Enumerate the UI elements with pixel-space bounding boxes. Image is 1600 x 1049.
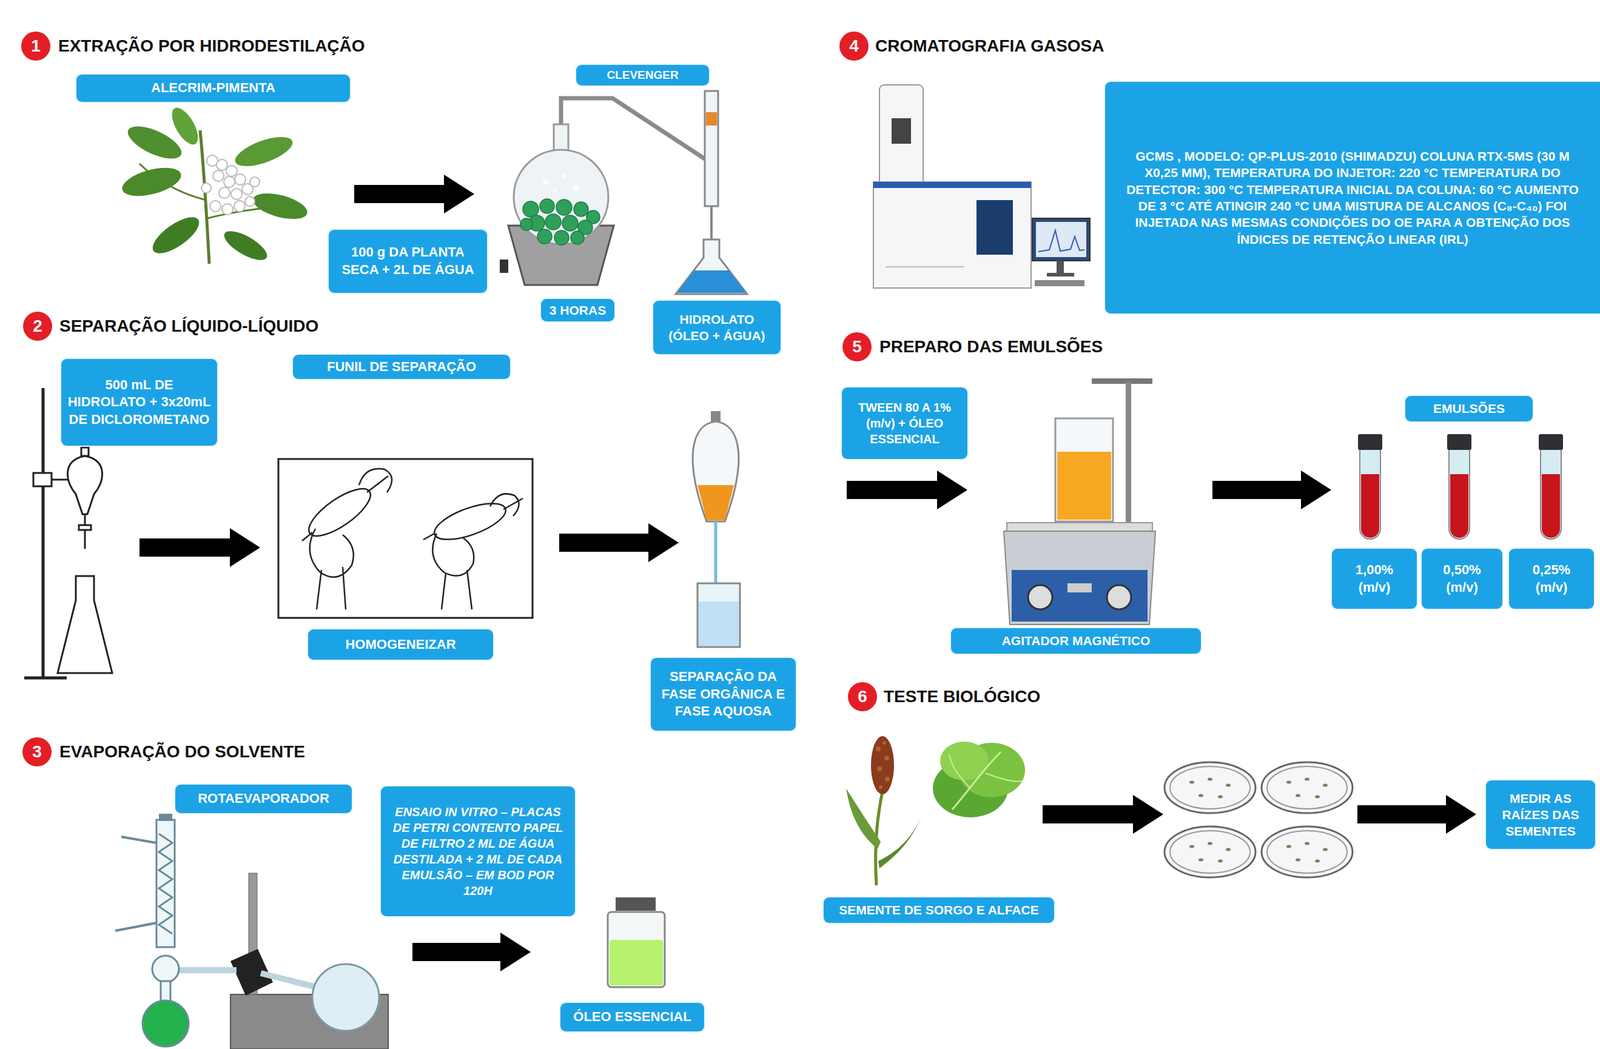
box-text: CLEVENGER — [581, 67, 704, 84]
section-heading: TESTE BIOLÓGICO — [883, 685, 1041, 708]
step-number-text: 2 — [32, 317, 43, 335]
info-box: FUNIL DE SEPARAÇÃO — [292, 354, 511, 380]
info-box: 500 mL DE HIDROLATO + 3x20mL DE DICLOROM… — [61, 359, 218, 446]
info-box: GCMS , MODELO: QP-PLUS-2010 (SHIMADZU) C… — [1105, 81, 1600, 314]
info-box: SEMENTE DE SORGO E ALFACE — [823, 897, 1055, 924]
info-box: ALECRIM-PIMENTA — [76, 74, 350, 102]
oil-jar — [607, 897, 665, 988]
info-box: 0,50% (m/v) — [1421, 548, 1503, 609]
clevenger-apparatus — [499, 90, 748, 295]
step-number-text: 5 — [852, 338, 862, 356]
info-box: HIDROLATO (ÓLEO + ÁGUA) — [653, 300, 781, 355]
box-text: GCMS , MODELO: QP-PLUS-2010 (SHIMADZU) C… — [1118, 147, 1587, 248]
info-box: 3 HORAS — [541, 299, 615, 322]
box-text: SEMENTE DE SORGO E ALFACE — [829, 901, 1049, 919]
box-text: FUNIL DE SEPARAÇÃO — [298, 358, 505, 377]
info-box: ROTAEVAPORADOR — [175, 784, 352, 814]
box-text: 500 mL DE HIDROLATO + 3x20mL DE DICLOROM… — [66, 376, 212, 429]
box-text: ÓLEO ESSENCIAL — [565, 1008, 699, 1027]
info-box: TWEEN 80 A 1% (m/v) + ÓLEO ESSENCIAL — [841, 387, 968, 460]
step-number-text: 1 — [30, 37, 41, 55]
step-number: 4 — [839, 31, 869, 61]
info-box: 1,00% (m/v) — [1331, 548, 1417, 609]
box-text: MEDIR AS RAÍZES DAS SEMENTES — [1491, 790, 1590, 841]
info-box: 100 g DA PLANTA SECA + 2L DE ÁGUA — [328, 229, 488, 293]
step-number-text: 6 — [857, 688, 868, 706]
info-box: HOMOGENEIZAR — [308, 629, 494, 660]
box-text: AGITADOR MAGNÉTICO — [956, 632, 1196, 649]
box-text: 0,25% (m/v) — [1523, 561, 1580, 597]
section-heading: PREPARO DAS EMULSÕES — [879, 336, 1103, 358]
rotary-evaporator — [115, 813, 389, 1049]
step-number-text: 3 — [32, 743, 42, 761]
section-heading: SEPARAÇÃO LÍQUIDO-LÍQUIDO — [59, 315, 319, 338]
step-number: 5 — [842, 332, 872, 362]
box-text: EMULSÕES — [1410, 400, 1528, 417]
plant-illustration — [119, 103, 311, 266]
box-text: ENSAIO IN VITRO – PLACAS DE PETRI CONTEN… — [386, 804, 570, 899]
box-text: TWEEN 80 A 1% (m/v) + ÓLEO ESSENCIAL — [847, 399, 962, 448]
info-box: AGITADOR MAGNÉTICO — [951, 628, 1201, 654]
info-box: MEDIR AS RAÍZES DAS SEMENTES — [1485, 780, 1596, 850]
step-number-text: 4 — [849, 37, 859, 55]
info-box: CLEVENGER — [576, 64, 710, 87]
info-box: ENSAIO IN VITRO – PLACAS DE PETRI CONTEN… — [380, 786, 575, 917]
box-text: HIDROLATO (ÓLEO + ÁGUA) — [658, 311, 776, 345]
box-text: 3 HORAS — [546, 302, 609, 319]
info-box: SEPARAÇÃO DA FASE ORGÂNICA E FASE AQUOSA — [650, 658, 796, 731]
magnetic-stirrer — [1003, 378, 1156, 625]
petri-dishes — [1164, 762, 1353, 878]
info-box: ÓLEO ESSENCIAL — [560, 1003, 705, 1032]
box-text: 100 g DA PLANTA SECA + 2L DE ÁGUA — [334, 243, 482, 279]
box-text: ROTAEVAPORADOR — [180, 790, 347, 808]
step-number: 6 — [847, 682, 878, 712]
step-number: 2 — [23, 311, 53, 341]
step-number: 1 — [21, 31, 51, 61]
separatory-funnel — [692, 411, 740, 648]
box-text: ALECRIM-PIMENTA — [81, 79, 345, 98]
shaking-illustration — [278, 459, 533, 619]
box-text: 1,00% (m/v) — [1346, 561, 1403, 597]
box-text: HOMOGENEIZAR — [313, 636, 488, 654]
box-text: SEPARAÇÃO DA FASE ORGÂNICA E FASE AQUOSA — [656, 668, 791, 721]
step-number: 3 — [22, 737, 52, 767]
section-heading: CROMATOGRAFIA GASOSA — [875, 35, 1104, 58]
seeds-illustration — [846, 736, 1026, 886]
gc-instrument — [873, 84, 1090, 289]
info-box: EMULSÕES — [1405, 396, 1533, 422]
section-heading: EVAPORAÇÃO DO SOLVENTE — [59, 741, 306, 764]
info-box: 0,25% (m/v) — [1509, 548, 1594, 609]
box-text: 0,50% (m/v) — [1433, 561, 1491, 597]
section-heading: EXTRAÇÃO POR HIDRODESTILAÇÃO — [58, 35, 366, 58]
emulsion-tubes — [1357, 434, 1564, 540]
